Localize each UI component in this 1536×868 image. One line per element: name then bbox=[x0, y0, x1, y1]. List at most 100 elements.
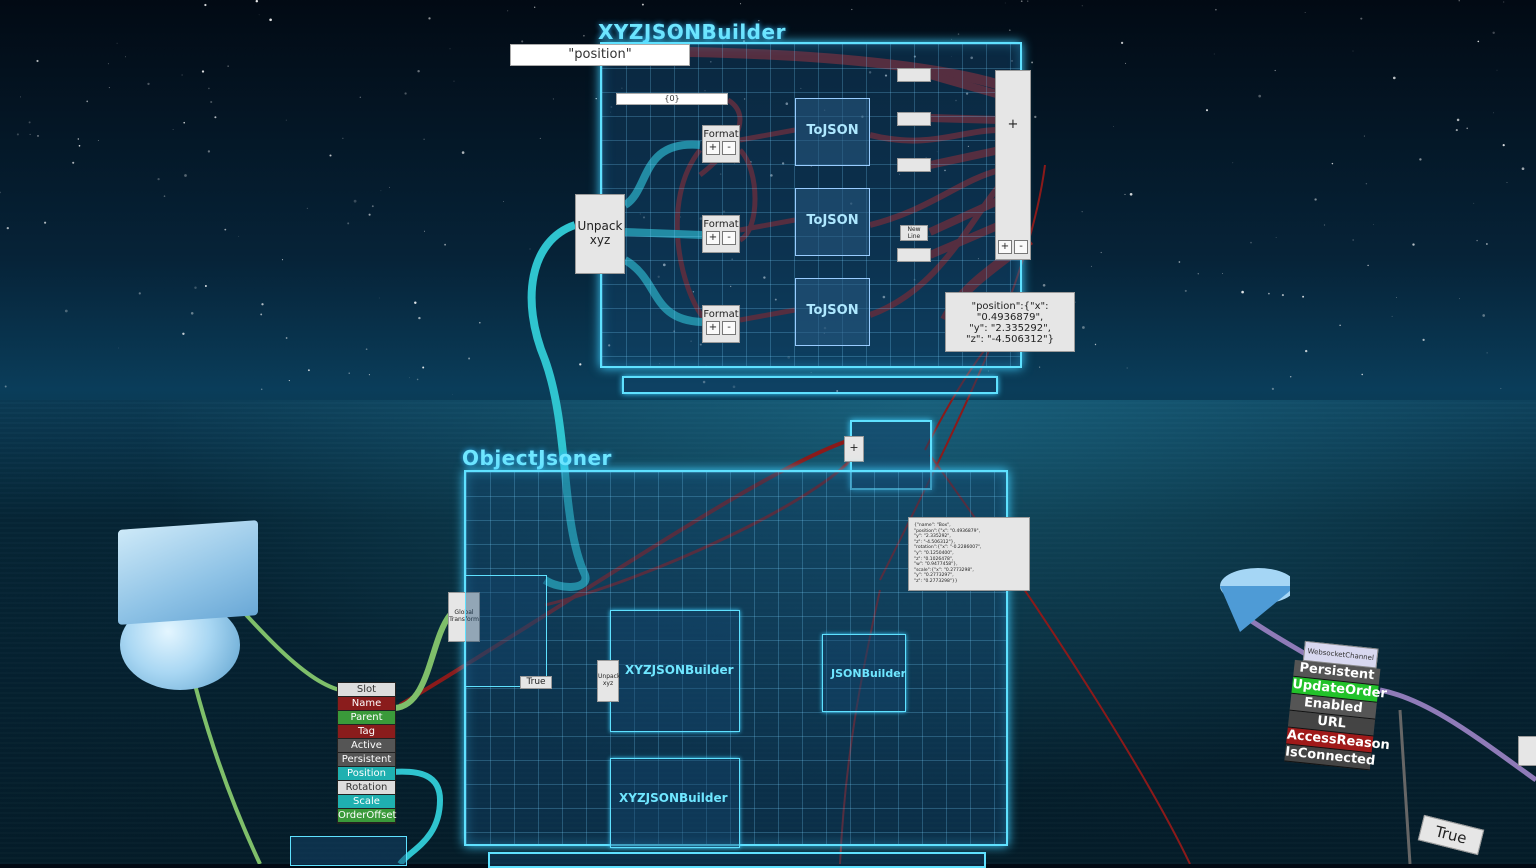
star bbox=[37, 134, 39, 137]
star bbox=[1360, 17, 1363, 20]
add-input-button[interactable]: + bbox=[998, 240, 1012, 254]
format-node-y[interactable]: Format +- bbox=[702, 215, 740, 253]
star bbox=[380, 190, 382, 192]
string-input-4[interactable] bbox=[897, 248, 931, 262]
slot-field-row[interactable]: Position bbox=[338, 767, 395, 781]
star bbox=[732, 385, 736, 389]
remove-input-button[interactable]: - bbox=[1014, 240, 1028, 254]
add-input-button[interactable]: + bbox=[706, 231, 720, 245]
star bbox=[1492, 31, 1495, 35]
star bbox=[1082, 326, 1085, 329]
string-input-1[interactable] bbox=[897, 68, 931, 82]
box-object[interactable] bbox=[118, 520, 258, 625]
star bbox=[1124, 193, 1126, 195]
inner-xyz-builder-title: XYZJSONBuilder bbox=[619, 791, 728, 805]
add-input-button[interactable]: + bbox=[706, 321, 720, 335]
star bbox=[423, 138, 425, 140]
add-input-button[interactable]: + bbox=[706, 141, 720, 155]
star bbox=[740, 3, 742, 5]
slot-field-row[interactable]: Name bbox=[338, 697, 395, 711]
star bbox=[659, 363, 661, 365]
bottom-left-group[interactable] bbox=[290, 836, 407, 866]
star bbox=[851, 8, 853, 11]
star bbox=[1184, 289, 1187, 292]
empty-format-field[interactable]: {0} bbox=[616, 93, 728, 105]
inner-xyz-builder-title: XYZJSONBuilder bbox=[625, 663, 734, 677]
star bbox=[659, 26, 661, 27]
floating-concat-panel[interactable]: + bbox=[844, 420, 932, 490]
tojson-node-z[interactable]: ToJSON bbox=[795, 278, 870, 346]
inner-unpack-node[interactable]: Unpack xyz bbox=[597, 660, 620, 702]
global-transform-node[interactable]: Global Transform bbox=[448, 592, 480, 642]
inner-xyz-builder-2[interactable]: XYZJSONBuilder bbox=[610, 758, 740, 848]
slot-field-row[interactable]: Slot bbox=[338, 683, 395, 697]
star bbox=[260, 313, 263, 316]
star bbox=[368, 213, 371, 216]
string-input-3[interactable] bbox=[897, 158, 931, 172]
concat-node[interactable]: + +- bbox=[995, 70, 1031, 260]
star bbox=[763, 276, 766, 279]
star bbox=[1456, 118, 1460, 122]
slot-field-row[interactable]: Scale bbox=[338, 795, 395, 809]
star bbox=[503, 201, 504, 202]
star bbox=[1466, 127, 1468, 130]
star bbox=[657, 275, 660, 278]
format-node-z[interactable]: Format +- bbox=[702, 305, 740, 343]
slot-field-row[interactable]: Parent bbox=[338, 711, 395, 725]
star bbox=[709, 60, 712, 63]
offscreen-node[interactable] bbox=[1518, 736, 1536, 766]
tojson-node-y[interactable]: ToJSON bbox=[795, 188, 870, 256]
star bbox=[1094, 343, 1097, 346]
inner-xyz-builder-1[interactable]: XYZJSONBuilder bbox=[610, 610, 740, 732]
star bbox=[1323, 224, 1326, 226]
star bbox=[1222, 273, 1224, 274]
star bbox=[1458, 0, 1460, 2]
floating-concat-node[interactable]: + bbox=[844, 436, 864, 462]
string-input-2[interactable] bbox=[897, 112, 931, 126]
remove-input-button[interactable]: - bbox=[722, 321, 736, 335]
tojson-node-x[interactable]: ToJSON bbox=[795, 98, 870, 166]
object-jsoner-footer-bar[interactable] bbox=[488, 852, 986, 868]
slot-field-row[interactable]: Tag bbox=[338, 725, 395, 739]
star bbox=[107, 63, 109, 65]
xyz-builder-footer-bar[interactable] bbox=[622, 376, 998, 394]
slot-field-row[interactable]: OrderOffset bbox=[338, 809, 397, 823]
format-label: Format bbox=[703, 309, 739, 320]
object-jsoner-panel[interactable] bbox=[464, 470, 1008, 846]
true-value-node[interactable]: True bbox=[520, 676, 552, 689]
xyz-builder-title: XYZJSONBuilder bbox=[598, 20, 786, 44]
star bbox=[183, 121, 185, 124]
star bbox=[428, 17, 431, 20]
star bbox=[285, 337, 288, 339]
star bbox=[743, 40, 745, 42]
slot-field-row[interactable]: Rotation bbox=[338, 781, 395, 795]
star bbox=[1373, 224, 1374, 225]
star bbox=[238, 235, 240, 237]
unpack-xyz-node[interactable]: Unpack xyz bbox=[575, 194, 625, 274]
star bbox=[699, 217, 703, 220]
remove-input-button[interactable]: - bbox=[722, 231, 736, 245]
newline-node[interactable]: New Line bbox=[900, 225, 928, 241]
remove-input-button[interactable]: - bbox=[722, 141, 736, 155]
json-builder-group[interactable]: JSONBuilder bbox=[822, 634, 906, 712]
star bbox=[1039, 366, 1041, 368]
star bbox=[1008, 29, 1011, 32]
slot-field-row[interactable]: Active bbox=[338, 739, 395, 753]
cone-object[interactable] bbox=[1210, 560, 1290, 640]
star bbox=[261, 303, 264, 306]
star bbox=[944, 169, 946, 172]
star bbox=[451, 394, 453, 395]
transform-group[interactable] bbox=[465, 575, 547, 687]
format-node-x[interactable]: Format +- bbox=[702, 125, 740, 163]
star bbox=[641, 3, 644, 6]
position-string-field[interactable]: "position" bbox=[510, 44, 690, 66]
star bbox=[610, 111, 611, 113]
star bbox=[1275, 236, 1277, 238]
star bbox=[417, 69, 420, 73]
star bbox=[787, 356, 791, 359]
slot-field-row[interactable]: Persistent bbox=[338, 753, 395, 767]
star bbox=[1391, 315, 1393, 317]
star bbox=[1503, 1, 1505, 3]
